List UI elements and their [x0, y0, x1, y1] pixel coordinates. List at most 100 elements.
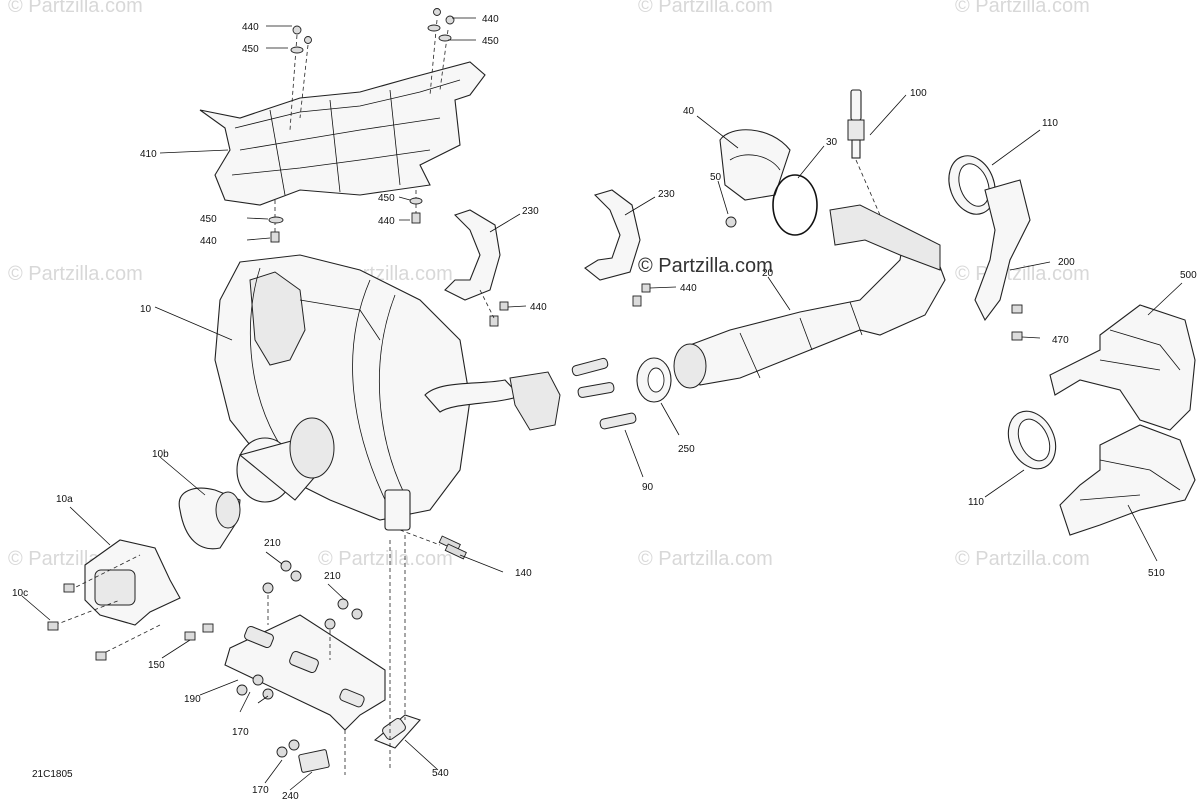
bolt-icon — [411, 212, 421, 224]
rivet-icon — [324, 618, 336, 630]
callout: 50 — [710, 172, 722, 183]
outlet-cover-10a[interactable] — [84, 539, 181, 626]
callout: 200 — [1058, 257, 1075, 268]
watermark: © Partzilla.com — [638, 0, 773, 17]
nuts-170 — [236, 674, 300, 758]
bolt-icon — [292, 25, 302, 35]
callout: 230 — [522, 206, 539, 217]
washer-icon — [409, 197, 423, 205]
callout: 140 — [515, 568, 532, 579]
shield-500[interactable] — [1049, 304, 1196, 431]
gasket-250[interactable] — [636, 357, 672, 403]
shield-fasteners-top — [289, 8, 455, 131]
bolt-icon — [63, 583, 75, 593]
callout: 470 — [1052, 335, 1069, 346]
oxygen-sensor-100[interactable] — [847, 89, 881, 216]
nut-icon — [262, 688, 274, 700]
nut-icon — [236, 684, 248, 696]
assembly-guide-lines — [344, 535, 406, 775]
bolt-icon — [499, 301, 509, 311]
callout: 240 — [282, 791, 299, 802]
callout: 110 — [1042, 118, 1058, 129]
callout: 10c — [12, 588, 28, 599]
shield-fasteners-bottom — [268, 190, 423, 243]
callout: 210 — [324, 571, 341, 582]
callout: 510 — [1148, 568, 1165, 579]
watermark: © Partzilla.com — [8, 0, 143, 17]
callout: 40 — [683, 106, 695, 117]
watermark: © Partzilla.com — [955, 0, 1090, 17]
callout: 450 — [200, 214, 217, 225]
rivet-icon — [337, 598, 349, 610]
callout: 20 — [762, 268, 774, 279]
clip-240[interactable] — [298, 749, 330, 773]
rivet-icon — [280, 560, 292, 572]
nut-icon — [288, 739, 300, 751]
bolt-icon — [184, 631, 196, 641]
callout: 10b — [152, 449, 169, 460]
bracket-230-right[interactable] — [584, 189, 651, 307]
callout-labels: 440 450 440 450 410 450 440 450 440 230 … — [12, 14, 1197, 802]
nut-icon — [276, 746, 288, 758]
watermark-main: © Partzilla.com — [638, 255, 773, 277]
exhaust-pipe-20[interactable] — [673, 204, 946, 389]
watermark-layer: © Partzilla.com © Partzilla.com © Partzi… — [8, 0, 1090, 570]
callout: 150 — [148, 660, 165, 671]
clamp-110-bottom[interactable] — [999, 404, 1064, 477]
callout: 450 — [482, 36, 499, 47]
callout: 450 — [378, 193, 395, 204]
callout: 10a — [56, 494, 73, 505]
nut-50[interactable] — [725, 216, 737, 228]
bolt-icon — [47, 621, 59, 631]
push-rivets-210 — [262, 560, 363, 660]
callout: 440 — [530, 302, 547, 313]
bolt-icon — [445, 15, 455, 25]
washer-icon — [290, 46, 304, 54]
cover-bolts-10c — [47, 554, 161, 661]
rivet-icon — [262, 582, 274, 594]
callout: 230 — [658, 189, 675, 200]
bracket-230-left[interactable] — [444, 209, 509, 327]
callout: 500 — [1180, 270, 1197, 281]
washer-icon — [438, 34, 452, 42]
callout: 170 — [252, 785, 269, 796]
callout: 440 — [680, 283, 697, 294]
bolt-icon — [641, 283, 651, 293]
heat-shield-410[interactable] — [199, 61, 486, 206]
bolt-icon — [202, 623, 214, 633]
nut-icon — [252, 674, 264, 686]
bolt-icon — [270, 231, 280, 243]
leader-lines — [21, 17, 1183, 791]
bolts-150 — [184, 623, 214, 641]
bolt-icon — [304, 36, 312, 44]
callout: 10 — [140, 304, 152, 315]
callout: 90 — [642, 482, 654, 493]
callout: 30 — [826, 137, 838, 148]
seal-ring-30[interactable] — [772, 174, 818, 236]
grommet-540[interactable] — [373, 714, 421, 749]
callout: 210 — [264, 538, 281, 549]
washer-icon — [268, 216, 284, 224]
callout: 170 — [232, 727, 249, 738]
watermark: © Partzilla.com — [638, 548, 773, 570]
bracket-200[interactable] — [974, 179, 1031, 341]
callout: 110 — [968, 497, 984, 508]
clamp-110-top[interactable] — [941, 149, 1003, 220]
watermark: © Partzilla.com — [8, 263, 143, 285]
washer-icon — [427, 24, 441, 32]
muffler-outlet — [236, 417, 335, 503]
watermark: © Partzilla.com — [318, 548, 453, 570]
rivet-icon — [290, 570, 302, 582]
bolt-icon — [95, 651, 107, 661]
callout: 440 — [378, 216, 395, 227]
clamp-40[interactable] — [719, 129, 791, 201]
callout: 410 — [140, 149, 157, 160]
bolt-icon — [632, 295, 642, 307]
rivet-icon — [351, 608, 363, 620]
mount-bracket-190[interactable] — [224, 614, 386, 731]
bolt-icon — [1011, 331, 1023, 341]
springs-90[interactable] — [571, 357, 637, 430]
shield-510[interactable] — [1059, 424, 1196, 536]
outlet-cone-10b[interactable] — [178, 487, 241, 550]
